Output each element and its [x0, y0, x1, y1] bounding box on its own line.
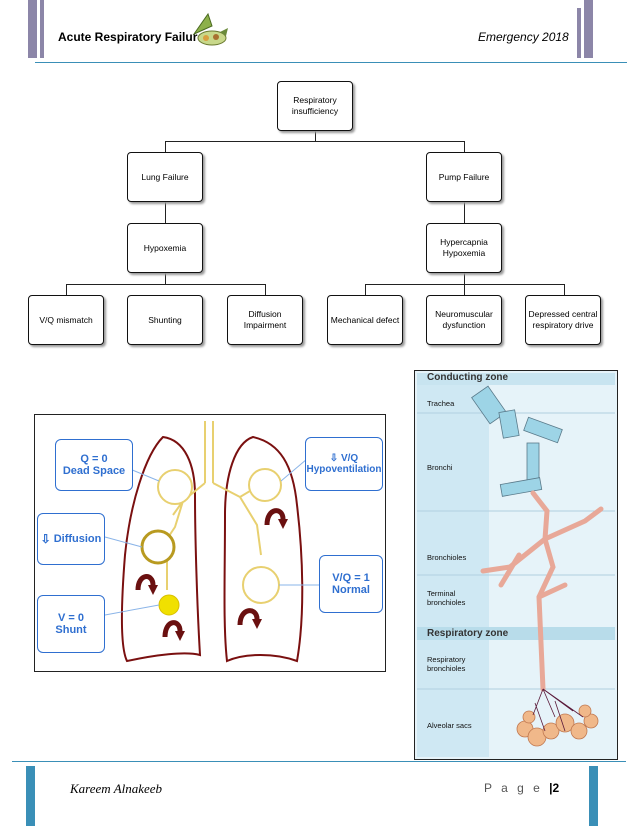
- header-logo-icon: [190, 10, 230, 50]
- footer-page: P a g e |2: [484, 781, 559, 795]
- terminal-line1: Terminal: [427, 589, 456, 598]
- alveolus-hypoventilation: [248, 468, 282, 502]
- alveolus-diffusion: [140, 529, 176, 565]
- footer-divider: [12, 761, 626, 762]
- callout-diffusion: ⇩ Diffusion: [37, 513, 105, 565]
- dead-space-q-label: Q = 0: [80, 453, 108, 465]
- label-alveolar-sacs: Alveolar sacs: [427, 721, 472, 730]
- terminal-line2: bronchioles: [427, 598, 466, 607]
- down-arrow-icon: ⇩: [329, 453, 339, 464]
- node-vq-mismatch: V/Q mismatch: [28, 295, 104, 345]
- header-right-bar-thin: [577, 8, 581, 58]
- callout-hypoventilation: ⇩ V/Q Hypoventilation: [305, 437, 383, 491]
- alveolar-sacs: [516, 704, 599, 747]
- tree-connector: [265, 284, 266, 295]
- trachea: [204, 421, 214, 483]
- label-terminal-bronchioles: Terminal bronchioles: [427, 589, 465, 607]
- tree-connector: [365, 284, 366, 295]
- header-left-title: Acute Respiratory Failure: [58, 30, 205, 44]
- header-right-title: Emergency 2018: [478, 30, 569, 44]
- airway-tree-illustration: [417, 385, 615, 747]
- alveolus-normal: [242, 566, 280, 604]
- hypoventilation-label: Hypoventilation: [306, 464, 382, 475]
- tree-connector: [564, 284, 565, 295]
- airway-figure: Conducting zone Respiratory zone: [414, 370, 618, 760]
- normal-label: Normal: [332, 584, 370, 596]
- footer-page-sep: |: [549, 781, 553, 795]
- tree-connector: [165, 141, 465, 142]
- tree-connector: [66, 284, 67, 295]
- footer-page-label: P a g e: [484, 781, 543, 795]
- node-respiratory-insufficiency: Respiratory insufficiency: [277, 81, 353, 131]
- label-column: [417, 385, 489, 757]
- hypovent-vq-label: V/Q: [340, 453, 359, 464]
- node-diffusion-impairment: Diffusion Impairment: [227, 295, 303, 345]
- resp-bronch-line2: bronchioles: [427, 664, 466, 673]
- left-lung-outline: [120, 435, 202, 663]
- node-neuromuscular-dysfunction: Neuromuscular dysfunction: [426, 295, 502, 345]
- tree-connector: [315, 130, 316, 141]
- tree-connector: [165, 273, 166, 284]
- tree-connector: [464, 141, 465, 152]
- tree-connector: [66, 284, 266, 285]
- trachea-bronchi: [471, 385, 563, 497]
- footer-right-bar: [589, 766, 598, 826]
- node-hypoxemia: Hypoxemia: [127, 223, 203, 273]
- header-divider: [35, 62, 627, 63]
- shunt-label: Shunt: [55, 624, 87, 636]
- callout-normal: V/Q = 1 Normal: [319, 555, 383, 613]
- footer-page-number: 2: [552, 781, 560, 795]
- blood-flow-arrow: [135, 508, 286, 638]
- footer-left-bar: [26, 766, 35, 826]
- header-left-bar-thin: [40, 0, 44, 58]
- footer-author: Kareem Alnakeeb: [70, 781, 163, 796]
- shunt-v-label: V = 0: [58, 612, 84, 624]
- node-depressed-central-drive: Depressed central respiratory drive: [525, 295, 601, 345]
- tree-connector: [464, 202, 465, 223]
- label-trachea: Trachea: [427, 399, 455, 408]
- header-right-bar: [584, 0, 593, 58]
- node-lung-failure: Lung Failure: [127, 152, 203, 202]
- capillary-network: [532, 688, 584, 732]
- normal-vq-label: V/Q = 1: [332, 572, 370, 584]
- conducting-zone-title: Conducting zone: [427, 372, 509, 383]
- conducting-zone-header: [417, 373, 615, 385]
- blood-flow-arrowhead: [148, 519, 288, 641]
- resp-bronch-line1: Respiratory: [427, 655, 466, 664]
- down-arrow-icon: ⇩: [40, 532, 51, 546]
- respiratory-zone-header: [417, 627, 615, 640]
- diffusion-label: Diffusion: [53, 533, 102, 545]
- callout-dead-space: Q = 0 Dead Space: [55, 439, 133, 491]
- label-bronchi: Bronchi: [427, 463, 453, 472]
- bronchioles: [480, 490, 604, 692]
- dead-space-label: Dead Space: [62, 465, 126, 477]
- respiratory-zone-title: Respiratory zone: [427, 628, 509, 639]
- node-pump-failure: Pump Failure: [426, 152, 502, 202]
- alveolus-shunt: [158, 594, 180, 616]
- label-respiratory-bronchioles: Respiratory bronchioles: [427, 655, 465, 673]
- callout-shunt: V = 0 Shunt: [37, 595, 105, 653]
- node-mechanical-defect: Mechanical defect: [327, 295, 403, 345]
- tree-connector: [165, 202, 166, 223]
- right-lung-outline: [223, 435, 304, 663]
- node-hypercapnia-hypoxemia: Hypercapnia Hypoxemia: [426, 223, 502, 273]
- label-bronchioles: Bronchioles: [427, 553, 467, 562]
- alveolus-dead-space: [157, 469, 193, 505]
- tree-connector: [365, 284, 565, 285]
- tree-connector: [165, 141, 166, 152]
- vq-figure: Q = 0 Dead Space ⇩ Diffusion V = 0 Shunt…: [34, 414, 386, 672]
- header-left-bar: [28, 0, 37, 58]
- callout-connector: [104, 458, 319, 616]
- node-shunting: Shunting: [127, 295, 203, 345]
- vq-lungs-illustration: [104, 421, 319, 663]
